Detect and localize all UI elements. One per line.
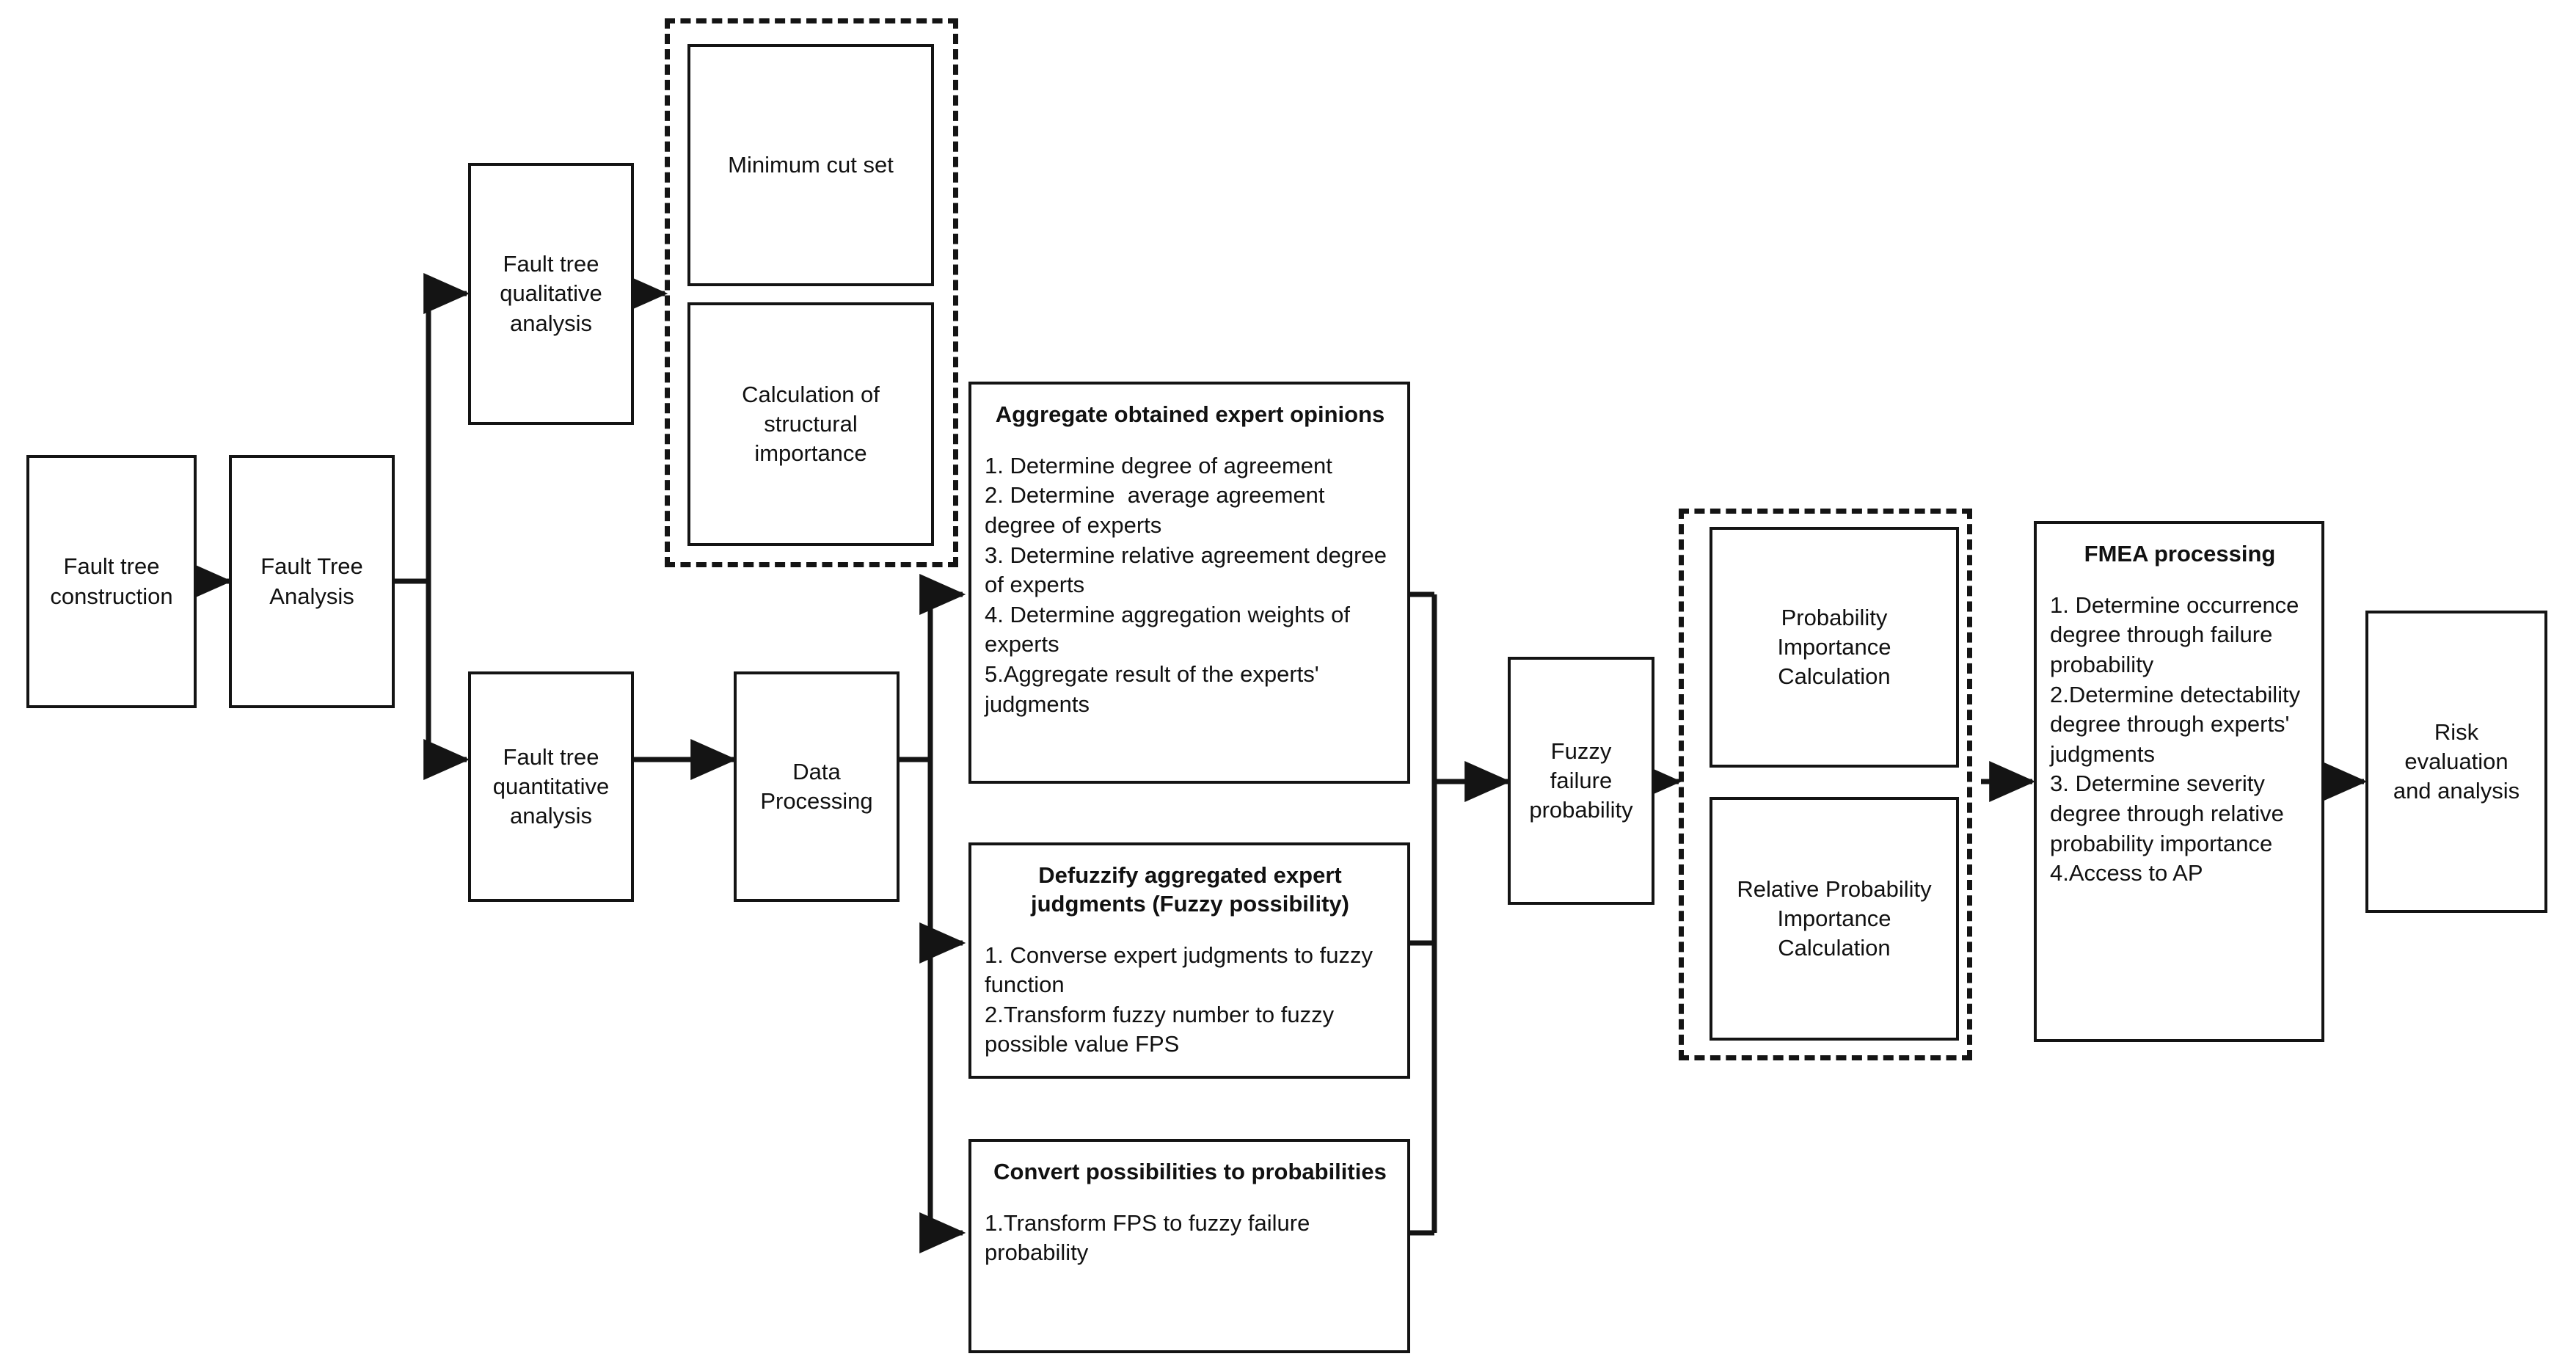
node-convert-possibilities-to-probabilities[interactable]: Convert possibilities to probabilities 1… [968, 1139, 1410, 1353]
node-risk-evaluation-and-analysis[interactable]: Risk evaluation and analysis [2365, 611, 2547, 913]
list-item: 5.Aggregate result of the experts' judgm… [985, 661, 1326, 717]
node-fault-tree-quantitative-analysis[interactable]: Fault tree quantitative analysis [468, 671, 634, 902]
listbox-title: FMEA processing [2084, 541, 2276, 567]
node-label: Relative Probability Importance Calculat… [1737, 875, 1932, 961]
qualitative-analysis-outputs-group [665, 18, 958, 567]
node-data-processing[interactable]: Data Processing [734, 671, 900, 902]
node-fault-tree-qualitative-analysis[interactable]: Fault tree qualitative analysis [468, 163, 634, 425]
node-label: Probability Importance Calculation [1777, 604, 1891, 690]
spacer [2050, 569, 2310, 591]
node-label: Fault Tree Analysis [260, 553, 363, 609]
list-item: 1. Determine occurrence degree through f… [2050, 591, 2306, 677]
listbox-title: Defuzzify aggregated expert judgments (F… [1030, 862, 1349, 917]
node-aggregate-obtained-expert-opinions[interactable]: Aggregate obtained expert opinions 1. De… [968, 382, 1410, 784]
node-label: Calculation of structural importance [742, 381, 880, 467]
list-item: 2. Determine average agreement degree of… [985, 482, 1332, 538]
listbox-items: 1. Determine degree of agreement 2. Dete… [985, 451, 1395, 719]
listbox-items: 1. Determine occurrence degree through f… [2050, 591, 2310, 889]
node-minimum-cut-set[interactable]: Minimum cut set [687, 44, 934, 286]
list-item: 2.Determine detectability degree through… [2050, 681, 2307, 767]
node-label: Risk evaluation and analysis [2393, 718, 2520, 804]
spacer [985, 919, 1395, 941]
node-label: Fault tree qualitative analysis [500, 251, 602, 336]
importance-calculation-group [1679, 509, 1972, 1060]
node-fuzzy-failure-probability[interactable]: Fuzzy failure probability [1508, 657, 1654, 905]
list-item: 2.Transform fuzzy number to fuzzy possib… [985, 1001, 1340, 1057]
list-item: 1. Converse expert judgments to fuzzy fu… [985, 942, 1379, 998]
node-label: Fault tree construction [50, 553, 173, 609]
node-label: Minimum cut set [728, 151, 894, 178]
node-defuzzify-aggregated-expert-judgments[interactable]: Defuzzify aggregated expert judgments (F… [968, 842, 1410, 1079]
listbox-items: 1.Transform FPS to fuzzy failure probabi… [985, 1209, 1395, 1268]
list-item: 4. Determine aggregation weights of expe… [985, 601, 1357, 658]
node-probability-importance-calculation[interactable]: Probability Importance Calculation [1710, 527, 1959, 768]
spacer [985, 1187, 1395, 1209]
list-item: 4.Access to AP [2050, 860, 2203, 886]
node-fmea-processing[interactable]: FMEA processing 1. Determine occurrence … [2034, 521, 2324, 1042]
node-label: Fault tree quantitative analysis [492, 743, 610, 829]
node-label: Fuzzy failure probability [1529, 738, 1633, 823]
list-item: 1. Determine degree of agreement [985, 452, 1332, 478]
list-item: 1.Transform FPS to fuzzy failure probabi… [985, 1209, 1316, 1266]
listbox-title: Aggregate obtained expert opinions [995, 401, 1385, 427]
node-relative-probability-importance-calculation[interactable]: Relative Probability Importance Calculat… [1710, 797, 1959, 1041]
list-item: 3. Determine relative agreement degree o… [985, 542, 1393, 598]
listbox-items: 1. Converse expert judgments to fuzzy fu… [985, 941, 1395, 1060]
node-structural-importance[interactable]: Calculation of structural importance [687, 302, 934, 546]
listbox-title: Convert possibilities to probabilities [993, 1159, 1387, 1184]
node-fault-tree-analysis[interactable]: Fault Tree Analysis [229, 455, 395, 708]
list-item: 3. Determine severity degree through rel… [2050, 771, 2291, 856]
node-fault-tree-construction[interactable]: Fault tree construction [26, 455, 197, 708]
node-label: Data Processing [760, 758, 873, 814]
spacer [985, 429, 1395, 451]
